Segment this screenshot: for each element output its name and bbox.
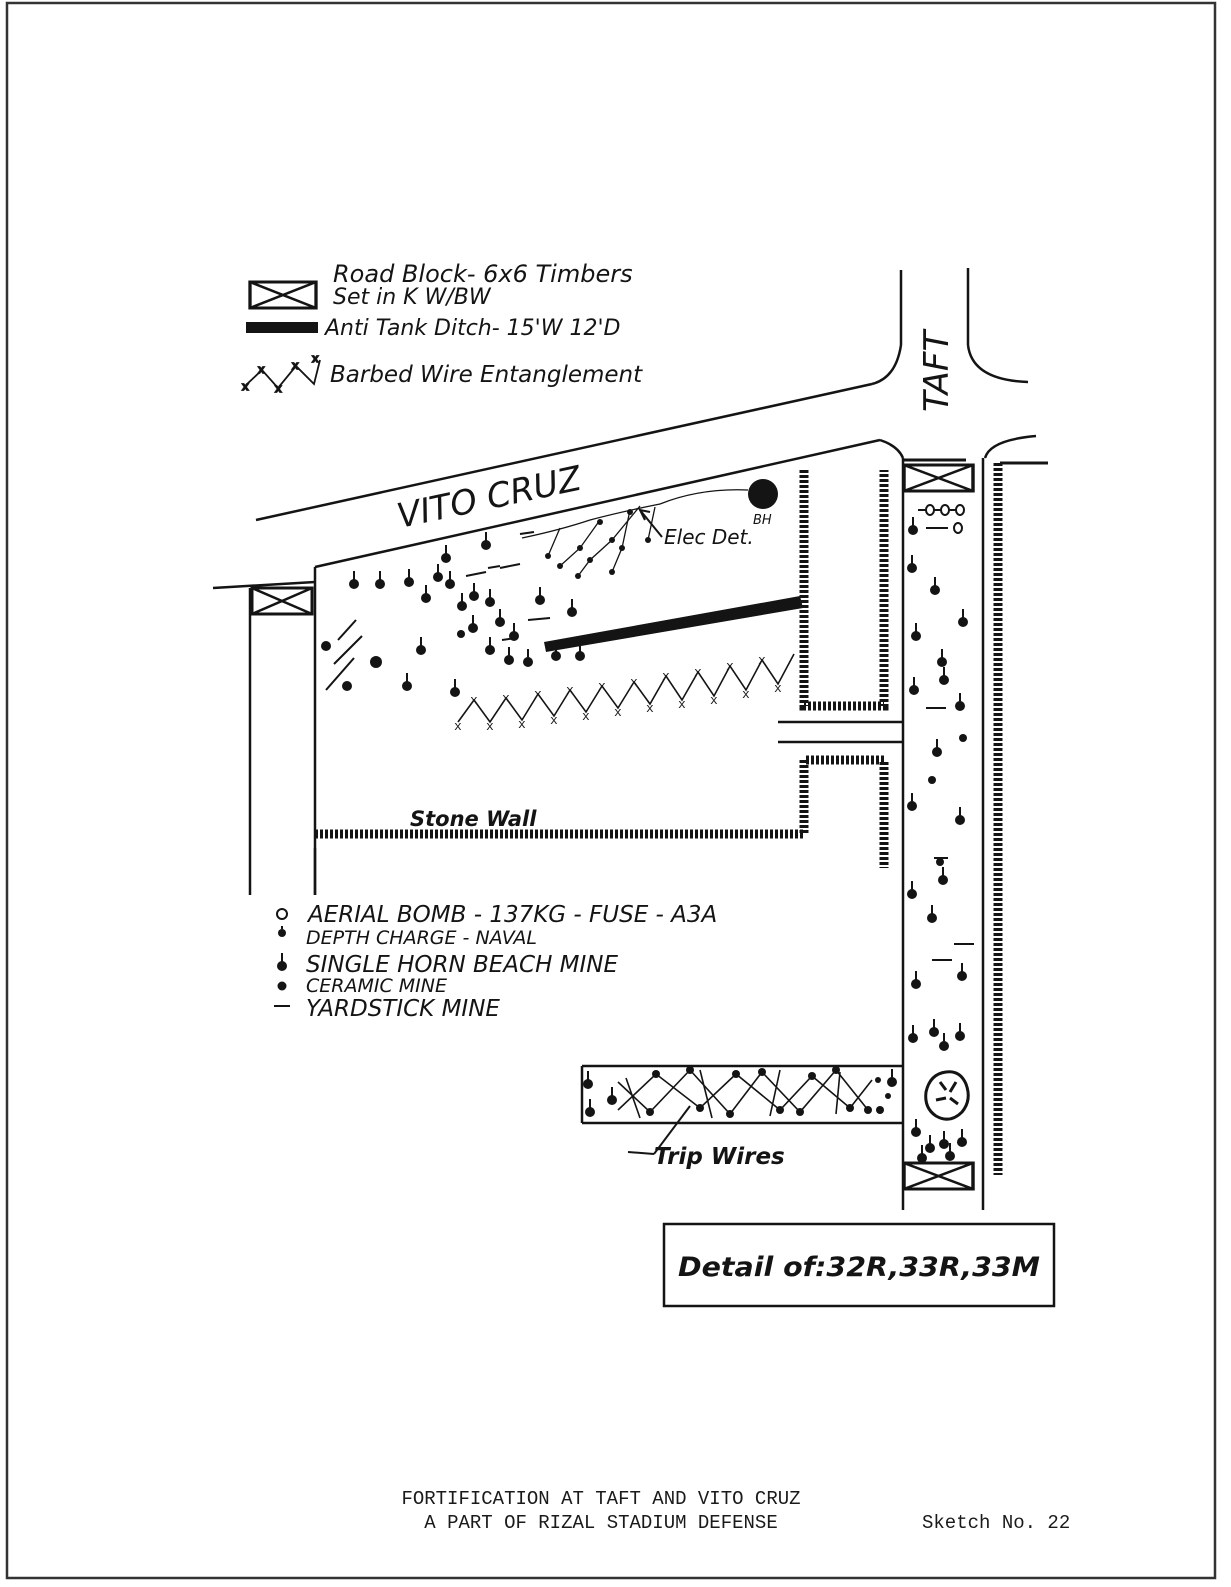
legend-aerial-bomb: AERIAL BOMB - 137KG - FUSE - A3A	[306, 902, 717, 928]
antitank-ditch-icon	[246, 322, 318, 333]
legend-horn-mine: SINGLE HORN BEACH MINE	[306, 952, 619, 978]
svg-text:x: x	[678, 697, 686, 712]
depth-charge-icon	[278, 926, 286, 937]
detail-box: Detail of:32R,33R,33M	[662, 1222, 1056, 1308]
horn-mine-icon	[276, 952, 288, 972]
detail-reference: Detail of:32R,33R,33M	[678, 1252, 1040, 1283]
taft-yardstick-marks	[918, 509, 974, 961]
elec-det-arrow	[638, 508, 663, 538]
svg-text:x: x	[614, 705, 622, 720]
svg-text:x: x	[275, 384, 282, 396]
svg-text:x: x	[258, 365, 265, 377]
svg-text:x: x	[710, 693, 718, 708]
svg-text:x: x	[694, 665, 702, 680]
label-elec-det: Elec Det.	[664, 525, 754, 549]
street-outlines	[212, 268, 1037, 1210]
minefield-yardstick-mines	[325, 531, 551, 691]
label-stone-wall: Stone Wall	[410, 807, 537, 831]
svg-text:x: x	[582, 709, 590, 724]
blockhouse-marker	[748, 479, 778, 509]
svg-text:x: x	[454, 719, 462, 734]
electric-detonation-nodes	[545, 509, 651, 579]
caption-sketch-number: Sketch No. 22	[922, 1512, 1070, 1534]
legend-wire: Barbed Wire Entanglement	[330, 362, 643, 388]
legend-top: Road Block- 6x6 Timbers Set in K W/BW An…	[241, 260, 643, 397]
legend-bottom: AERIAL BOMB - 137KG - FUSE - A3A DEPTH C…	[274, 902, 717, 1022]
svg-text:x: x	[646, 701, 654, 716]
svg-text:x: x	[566, 683, 574, 698]
caption-line2: A PART OF RIZAL STADIUM DEFENSE	[424, 1512, 777, 1534]
svg-text:x: x	[630, 675, 638, 690]
svg-text:x: x	[242, 382, 249, 394]
ceramic-mine-icon	[277, 981, 287, 991]
street-label-vito-cruz: VITO CRUZ	[394, 459, 586, 537]
svg-text:x: x	[758, 653, 766, 668]
svg-text:x: x	[598, 679, 606, 694]
caption-line1: FORTIFICATION AT TAFT AND VITO CRUZ	[401, 1488, 800, 1510]
svg-text:x: x	[292, 361, 299, 373]
svg-text:x: x	[486, 719, 494, 734]
legend-yardstick-mine: YARDSTICK MINE	[306, 996, 500, 1022]
legend-ditch: Anti Tank Ditch- 15'W 12'D	[323, 316, 620, 341]
page-frame	[5, 1, 1217, 1580]
svg-text:x: x	[518, 717, 526, 732]
barbed-wire-entanglement	[457, 653, 795, 724]
roadblock-taft-hatch	[904, 458, 1048, 465]
svg-text:x: x	[742, 687, 750, 702]
trip-wire-zone	[582, 1066, 898, 1119]
street-label-taft: TAFT	[917, 329, 957, 412]
trip-wire-arrow	[627, 1105, 691, 1155]
roadblock-icon	[248, 280, 318, 310]
svg-text:x: x	[662, 669, 670, 684]
svg-text:x: x	[774, 681, 782, 696]
svg-text:x: x	[534, 687, 542, 702]
svg-text:x: x	[470, 693, 478, 708]
compound-outlines	[313, 720, 903, 1125]
legend-roadblock-line1: Road Block- 6x6 Timbers	[333, 260, 633, 288]
roadblock-taft-south	[902, 1161, 975, 1191]
svg-text:x: x	[726, 659, 734, 674]
label-trip-wires: Trip Wires	[654, 1144, 785, 1170]
label-bh: BH	[753, 513, 772, 528]
legend-roadblock-line2: Set in K W/BW	[333, 285, 492, 310]
taft-horn-mines	[906, 516, 969, 1052]
barbed-wire-icon: x x x x x	[241, 353, 321, 397]
emplacement-icon	[924, 1070, 970, 1121]
taft-south-mines	[910, 1118, 968, 1164]
taft-ceramic-mines	[928, 734, 967, 866]
legend-ceramic-mine: CERAMIC MINE	[306, 975, 447, 997]
stone-walls	[315, 463, 1003, 1175]
svg-text:x: x	[312, 354, 319, 366]
legend-depth-charge: DEPTH CHARGE - NAVAL	[306, 927, 537, 949]
svg-text:x: x	[502, 691, 510, 706]
aerial-bomb-icon	[276, 908, 288, 920]
roadblock-west	[250, 586, 314, 616]
minefield-ceramic-mines	[321, 630, 465, 691]
antitank-ditch	[544, 596, 803, 652]
svg-text:x: x	[550, 713, 558, 728]
roadblock-taft-north	[902, 463, 975, 493]
